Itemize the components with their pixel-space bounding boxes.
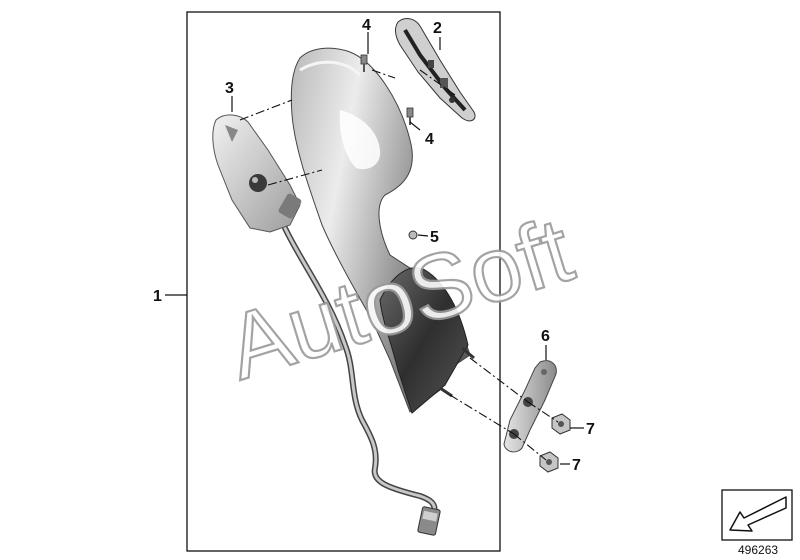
leader-lines [165, 32, 584, 465]
callout-4-lower: 4 [425, 131, 434, 148]
callout-2: 2 [433, 20, 442, 37]
callout-7-lower: 7 [572, 457, 581, 474]
direction-arrow-icon [721, 489, 793, 541]
mirror-base [379, 267, 475, 414]
mounting-bracket-part [503, 360, 557, 453]
callout-6: 6 [541, 328, 550, 345]
callout-7-upper: 7 [586, 421, 595, 438]
nut-lower [539, 451, 559, 473]
screw-lower [406, 107, 414, 125]
callout-1: 1 [153, 288, 162, 305]
mirror-cable [282, 225, 441, 536]
callout-3: 3 [225, 80, 234, 97]
catalog-number: 496263 [738, 543, 778, 557]
assembly-frame [186, 11, 501, 552]
callout-4-upper: 4 [362, 17, 371, 34]
assembly-lines [239, 69, 559, 461]
callout-5: 5 [430, 229, 439, 246]
nut-upper [551, 413, 571, 435]
mirror-glass-part [395, 18, 476, 122]
clip-part [408, 230, 418, 240]
inner-cover-part [212, 114, 302, 233]
screw-upper [360, 54, 368, 72]
